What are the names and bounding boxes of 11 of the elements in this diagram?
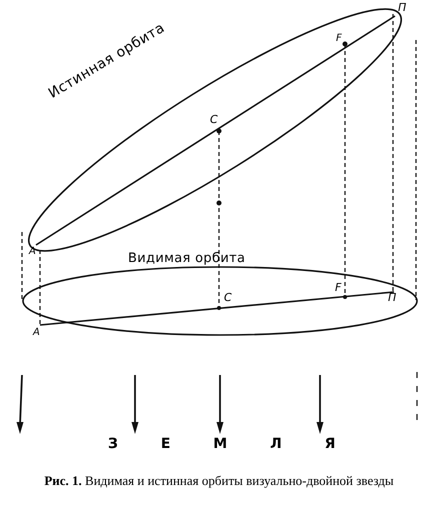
point-label: A bbox=[29, 247, 36, 257]
point-label: П bbox=[388, 292, 396, 303]
ground-label: З Е М Л Я bbox=[108, 437, 336, 451]
point-label: П bbox=[398, 2, 406, 13]
orbit-label: Видимая орбита bbox=[128, 252, 246, 265]
point-label: C bbox=[224, 292, 232, 303]
point-label: F bbox=[335, 282, 342, 293]
point-label: A bbox=[33, 328, 40, 338]
point-label: C bbox=[210, 114, 218, 125]
point-label: F bbox=[336, 34, 342, 44]
figure-caption: Рис. 1. Видимая и истинная орбиты визуально-двойной звезды bbox=[43, 472, 395, 490]
